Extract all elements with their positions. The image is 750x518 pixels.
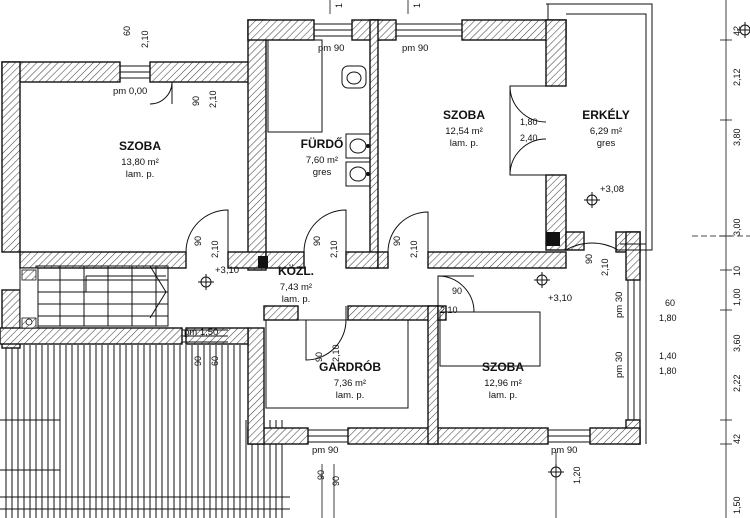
room-name: GARDRÓB [319,359,381,374]
door-dim: 2,10 [208,90,218,108]
window-dim: 1,20 [572,466,582,484]
room-floor: lam. p. [450,138,479,149]
window-dim: 90 [193,356,203,366]
room-floor: lam. p. [282,294,311,305]
wardrobe [265,311,541,409]
room-szoba-ne: SZOBA 12,54 m² lam. p. [443,108,485,149]
parapet-label: pm 90 [402,43,428,54]
door-dim: 90 [191,96,201,106]
door-dim: 1,80 [520,117,538,127]
door-dim: 90 [193,236,203,246]
columns [258,232,560,268]
parapet-label: pm 30 [614,292,625,318]
door-dim: 90 [452,286,462,296]
room-area: 7,60 m² [306,155,338,166]
room-area: 12,96 m² [484,378,522,389]
axis-dim: 42 [732,26,742,36]
balcony-outline [546,3,653,444]
room-gardrob: GARDRÓB 7,36 m² lam. p. [319,359,381,401]
window-dim: 1,80 [659,313,677,323]
room-area: 6,29 m² [590,126,622,137]
door-dim: 2,10 [329,240,339,258]
room-area: 12,54 m² [445,126,483,137]
parapet-label: pm 0,00 [113,86,147,97]
axis-dim: 3,60 [732,334,742,352]
axis-dim: 3,80 [732,128,742,146]
level-marker-icon [737,22,750,38]
door-dim: 2,10 [409,240,419,258]
room-area: 13,80 m² [121,157,159,168]
door-dim: 90 [392,236,402,246]
window-dim: 60 [665,298,675,308]
parapet-label: pm 90 [318,43,344,54]
parapet-label: pm 90 [551,445,577,456]
axis-dim: 1 [412,3,422,8]
axis-dim: 10 [732,266,742,276]
room-kozl: KÖZL. 7,43 m² lam. p. [278,263,314,305]
room-floor: lam. p. [336,390,365,401]
room-area: 7,36 m² [334,378,366,389]
level-label: +3,08 [600,184,624,195]
window-dim: 1,40 [659,351,677,361]
door-dim: 2,10 [210,240,220,258]
room-name: SZOBA [443,108,485,122]
level-marker-icon [198,274,214,290]
room-furdo: FÜRDŐ 7,60 m² gres [301,136,344,178]
level-marker-icon [584,192,600,208]
terrace-deck [0,345,290,518]
window-dim: 90 [316,470,326,480]
parapet-label: pm 1,50 [184,327,218,338]
axis-dim: 1,00 [732,288,742,306]
room-szoba-nw: SZOBA 13,80 m² lam. p. [119,139,161,180]
door-dimensions: 60 2,10 90 2,10 90 2,10 90 2,10 90 2,10 … [122,26,677,486]
room-floor: gres [597,138,616,149]
room-name: KÖZL. [278,263,314,278]
level-markers [198,22,750,480]
parapet-label: pm 30 [614,352,625,378]
door-dim: 90 [584,254,594,264]
axis-dim: 2,22 [732,374,742,392]
room-floor: lam. p. [126,169,155,180]
window-dim: 60 [210,356,220,366]
axis-dim: 1 [334,3,344,8]
door-dim: 2,40 [520,133,538,143]
axis-dim: 2,12 [732,68,742,86]
door-dim: 2,10 [440,305,458,315]
door-dim: 90 [312,236,322,246]
room-name: FÜRDŐ [301,136,344,151]
level-label: +3,10 [215,265,239,276]
window-dim: 90 [331,476,341,486]
level-marker-icon [534,272,550,288]
axis-dim: 1,50 [732,496,742,514]
door-dim: 2,10 [331,344,341,362]
right-dimension-labels: 42 2,12 3,80 3,00 10 1,00 3,60 2,22 42 1… [334,3,742,514]
parapet-labels: pm 0,00 pm 90 pm 90 pm 90 pm 90 pm 1,50 … [113,43,625,456]
room-erkely: ERKÉLY 6,29 m² gres [582,107,630,149]
door-dim: 2,10 [600,258,610,276]
room-floor: lam. p. [489,390,518,401]
room-name: SZOBA [119,139,161,153]
room-floor: gres [313,167,332,178]
room-area: 7,43 m² [280,282,312,293]
room-name: SZOBA [482,360,524,374]
bathroom-fixtures [267,39,371,187]
room-szoba-se: SZOBA 12,96 m² lam. p. [482,360,524,401]
staircase [19,265,169,329]
door-dim: 60 [122,26,132,36]
door-dim: 2,10 [140,30,150,48]
level-label: +3,10 [548,293,572,304]
axis-dim: 42 [732,434,742,444]
parapet-label: pm 90 [312,445,338,456]
right-dimension-chain [321,0,750,518]
door-dim: 90 [314,352,324,362]
room-name: ERKÉLY [582,107,630,122]
axis-dim: 3,00 [732,218,742,236]
doors [149,81,619,361]
window-dim: 1,80 [659,366,677,376]
